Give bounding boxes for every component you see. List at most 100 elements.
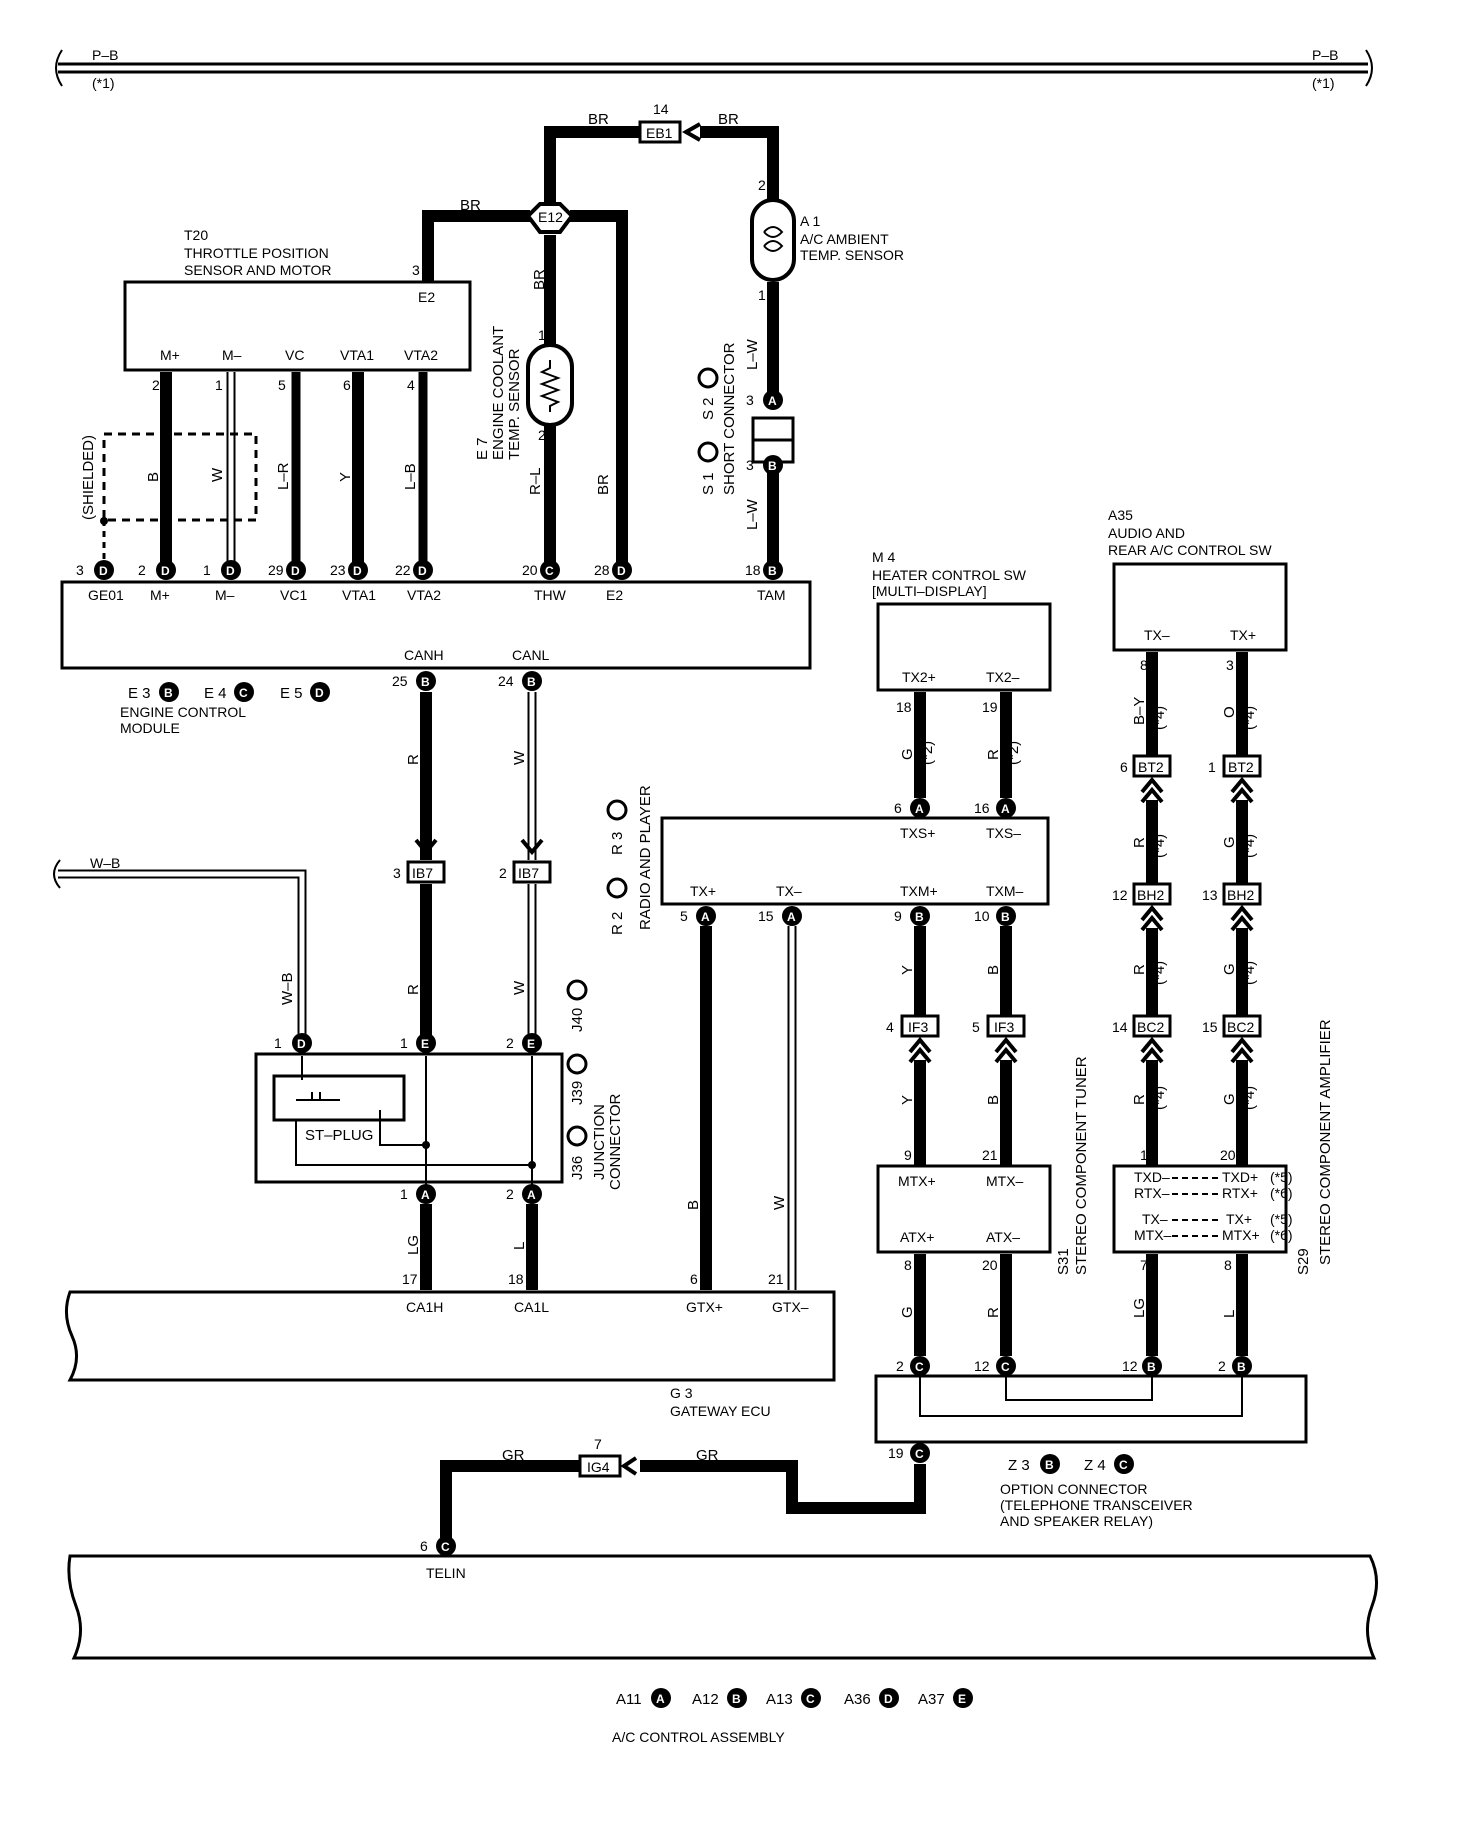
ecm-pin-num: 2 — [138, 562, 146, 578]
svg-text:A: A — [701, 910, 710, 924]
ecm-terminal-label: M– — [215, 587, 235, 603]
note4-6: (*4) — [1241, 961, 1258, 985]
bc2-label-1: BC2 — [1137, 1019, 1164, 1035]
ecm-pin-dot — [612, 560, 632, 580]
wire-r-bh: R — [1131, 964, 1148, 975]
t20-num-4: 6 — [343, 377, 351, 393]
acc-telin-num: 6 — [420, 1538, 428, 1554]
t20-num-5: 4 — [407, 377, 415, 393]
short-connector: A B 3 3 S 1 S 2 SHORT CONNECTOR — [697, 342, 795, 495]
m4-pin-19: 19 — [982, 699, 998, 715]
s29-mtx-minus: MTX– — [1134, 1227, 1172, 1243]
radio-tx-minus: TX– — [776, 883, 802, 899]
acc-id-letter: D — [884, 1692, 893, 1706]
g3-ca1h: CA1H — [406, 1299, 443, 1315]
ecm-pin-dot — [221, 560, 241, 580]
s31-pin-21: 21 — [982, 1147, 998, 1163]
t20-pin-vta1: VTA1 — [340, 347, 374, 363]
ecm-id-1: E 3 — [128, 685, 151, 702]
wire-br-1: BR — [588, 111, 609, 128]
acc-id-letter: B — [732, 1692, 741, 1706]
ecm-terminal-label: VTA2 — [407, 587, 441, 603]
wire-g-bh: G — [1221, 963, 1238, 975]
bh2-num-2: 13 — [1202, 887, 1218, 903]
ecm-canl-num: 24 — [498, 673, 514, 689]
s29-rtx-plus: RTX+ — [1222, 1185, 1258, 1201]
t20-e2: E2 — [418, 289, 435, 305]
jc-name2: CONNECTOR — [607, 1093, 624, 1190]
wire-br-3: BR — [460, 197, 481, 214]
wire-w-can2: W — [511, 980, 528, 995]
wire-b-gtx: B — [685, 1200, 702, 1210]
ecm-pin-dot — [156, 560, 176, 580]
ecm-name2: MODULE — [120, 720, 180, 736]
short-name: SHORT CONNECTOR — [721, 342, 738, 495]
s29-note6-a: (*6) — [1270, 1185, 1293, 1201]
wire-b-2: B — [985, 965, 1002, 975]
ecm-pin-letter: D — [161, 564, 170, 578]
ecm-pin-num: 3 — [76, 562, 84, 578]
s29-pin-7: 7 — [1140, 1257, 1148, 1273]
opt-pin-2a: 2 — [896, 1358, 904, 1374]
wire-y-3: Y — [899, 1095, 916, 1105]
svg-text:D: D — [315, 686, 324, 700]
wire-gr-1: GR — [502, 1447, 525, 1464]
radio-pin-9: 9 — [894, 908, 902, 924]
bc2-label-2: BC2 — [1227, 1019, 1254, 1035]
t20-ecm-wires: (SHIELDED) B W L–R Y L–B — [80, 372, 428, 562]
jc-id-2: J39 — [569, 1081, 586, 1105]
a35-name2: REAR A/C CONTROL SW — [1108, 542, 1272, 558]
acc-id-circle — [953, 1688, 973, 1708]
opt-id-2: Z 4 — [1084, 1457, 1106, 1474]
note4-4: (*4) — [1241, 834, 1258, 858]
ig4-label: IG4 — [587, 1459, 610, 1475]
m4-heater-control: M 4 HEATER CONTROL SW [MULTI–DISPLAY] TX… — [872, 549, 1052, 798]
s31-mtx-minus: MTX– — [986, 1173, 1024, 1189]
ecm-pin-letter: D — [617, 564, 626, 578]
svg-text:B: B — [421, 675, 430, 689]
m4-pin-18: 18 — [896, 699, 912, 715]
radio-pin-6: 6 — [894, 800, 902, 816]
ecm-pin-letter: D — [291, 564, 300, 578]
bt2-label-1: BT2 — [1138, 759, 1164, 775]
ecm-terminal-label: GE01 — [88, 587, 124, 603]
eb1-connector: EB1 14 — [638, 101, 701, 144]
ecm-pin-num: 29 — [268, 562, 284, 578]
s29-pin-8: 8 — [1224, 1257, 1232, 1273]
a1-pin-top: 2 — [758, 177, 766, 193]
a35-amp-wires: BT2 BT2 6 1 BH2 BH2 12 13 BC2 BC2 14 15 … — [1112, 652, 1262, 1166]
bus-note-right: (*1) — [1312, 75, 1335, 91]
option-connector: C C B B C 2 12 12 2 19 Z 3 B Z 4 C OPTIO… — [874, 1356, 1308, 1529]
if3-num-2: 5 — [972, 1019, 980, 1035]
g3-gateway-ecu: CA1H CA1L GTX+ GTX– 17 18 6 21 G 3 GATEW… — [65, 1271, 836, 1419]
ecm-terminal-label: M+ — [150, 587, 170, 603]
ib7-num-1: 3 — [393, 865, 401, 881]
a1-pin-bottom: 1 — [758, 287, 766, 303]
a1-id: A 1 — [800, 213, 820, 229]
t20-pin-vc: VC — [285, 347, 304, 363]
s31-name: STEREO COMPONENT TUNER — [1073, 1056, 1090, 1275]
m4-tx2-plus: TX2+ — [902, 669, 936, 685]
ecm-box: D3GE01D2M+D1M–D29VC1D23VTA1D22VTA2C20THW… — [60, 560, 812, 736]
jc-bot-pin2: 2 — [506, 1186, 514, 1202]
svg-text:A: A — [421, 1188, 430, 1202]
e7-id: E 7 — [474, 437, 491, 460]
g3-id: G 3 — [670, 1385, 693, 1401]
a1-name1: A/C AMBIENT — [800, 231, 889, 247]
bh2-num-1: 12 — [1112, 887, 1128, 903]
jc-name1: JUNCTION — [591, 1104, 608, 1180]
wire-rl: R–L — [527, 467, 544, 495]
g3-ca1l: CA1L — [514, 1299, 549, 1315]
wire-r-bc: R — [1131, 1094, 1148, 1105]
note4-2: (*4) — [1241, 706, 1258, 730]
svg-text:A: A — [787, 910, 796, 924]
shielded-label: (SHIELDED) — [80, 435, 97, 520]
svg-text:B: B — [1237, 1360, 1246, 1374]
ecm-pin-letter: D — [226, 564, 235, 578]
a1-name2: TEMP. SENSOR — [800, 247, 904, 263]
acc-id: A13 — [766, 1691, 793, 1708]
m4-name2: [MULTI–DISPLAY] — [872, 583, 987, 599]
radio-tx-plus: TX+ — [690, 883, 716, 899]
bus-note-left: (*1) — [92, 75, 115, 91]
